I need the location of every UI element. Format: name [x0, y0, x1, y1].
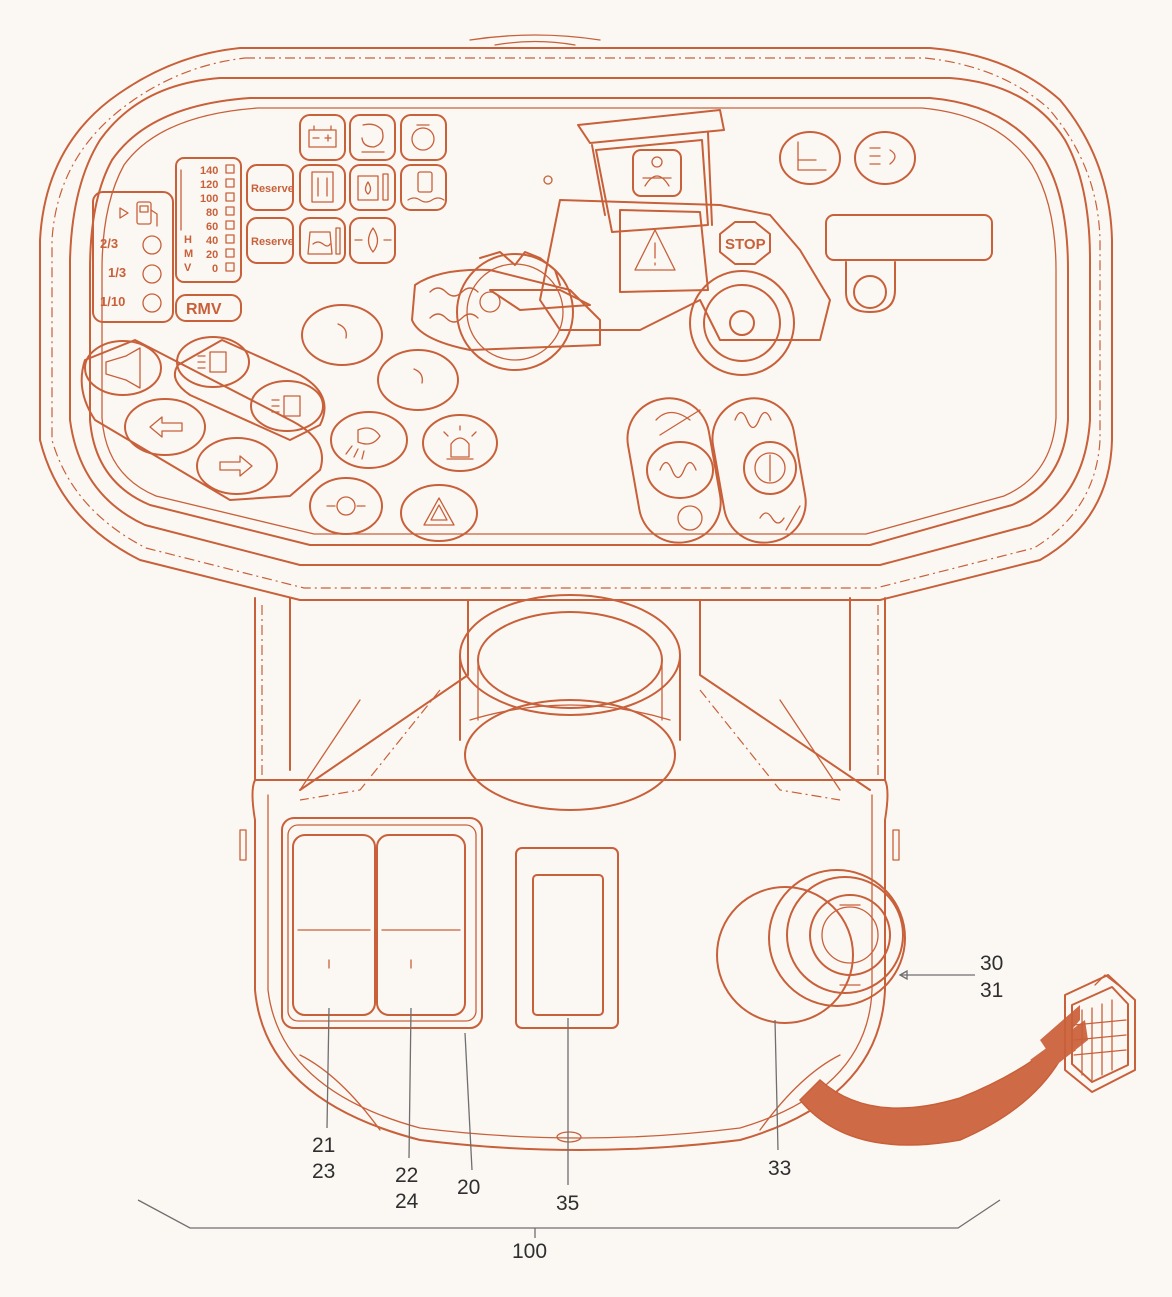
speed-40: 40 [206, 235, 218, 247]
lower-housing [239, 594, 900, 1151]
speed-20: 20 [206, 249, 218, 261]
rocker-switch-right[interactable] [376, 834, 466, 1016]
lcd-display [825, 214, 993, 261]
work-light-icon [345, 427, 381, 460]
callout-33: 33 [768, 1157, 791, 1180]
fuel-level-1-3: 1/3 [108, 265, 126, 280]
vibration-controls [626, 397, 807, 544]
seat-icon [779, 131, 841, 185]
status-indicators-top-right [543, 131, 993, 313]
fuel-pump-icon [119, 201, 158, 227]
reserve-label-1: Reserve [246, 164, 294, 211]
mode-m: M [184, 248, 193, 260]
key-switch [853, 275, 887, 309]
svg-text:Reserve: Reserve [251, 183, 294, 195]
auto-mode-icon [677, 505, 703, 531]
callout-20: 20 [457, 1176, 480, 1199]
svg-text:Reserve: Reserve [251, 236, 294, 248]
speed-80: 80 [206, 207, 218, 219]
connector-icon [1064, 974, 1136, 1093]
warning-triangle-icon [619, 209, 709, 293]
horn-button[interactable] [84, 340, 162, 396]
switch-cluster-left [80, 336, 326, 501]
speed-60: 60 [206, 221, 218, 233]
emergency-stop-button[interactable] [716, 869, 906, 1024]
rocker-switch-bezel [281, 817, 483, 1029]
svg-text:RMV: RMV [186, 301, 222, 318]
fuel-led-1-10 [142, 293, 162, 313]
callout-31: 31 [980, 979, 1003, 1002]
mode-h: H [184, 234, 192, 246]
fuel-led-2-3 [142, 235, 162, 255]
callout-24: 24 [395, 1190, 419, 1213]
hydraulic-filter-icon [311, 171, 334, 203]
seat-belt-icon [632, 149, 682, 197]
callouts: 21 23 22 24 20 35 33 30 31 100 [312, 952, 1003, 1263]
filter-icon [411, 124, 435, 151]
callout-30: 30 [980, 952, 1003, 975]
rmv-badge: RMV [175, 294, 242, 322]
arrow-right-icon [219, 455, 253, 477]
fuel-led-1-3 [142, 264, 162, 284]
vibration-high-icon [734, 411, 772, 429]
spray-icon [854, 131, 916, 185]
speed-120: 120 [200, 179, 218, 191]
arrow-left-icon [149, 416, 183, 438]
arrow-right-button[interactable] [196, 437, 278, 495]
headlight-icon [197, 351, 227, 373]
panel-housing [39, 34, 1113, 601]
cable-harness [798, 1005, 1088, 1146]
beacon-button[interactable] [422, 414, 498, 472]
fuel-level-2-3: 2/3 [100, 236, 118, 251]
reserve-label-2: Reserve [246, 217, 294, 264]
indicator-grid [299, 114, 447, 264]
svg-text:STOP: STOP [725, 236, 766, 253]
stop-sign [719, 221, 771, 265]
vibration-icon [659, 461, 697, 479]
speed-0: 0 [212, 263, 218, 275]
battery-icon [308, 125, 337, 148]
vibration-knob[interactable] [743, 441, 797, 495]
callout-22: 22 [395, 1164, 418, 1187]
vibration-mode-button[interactable] [646, 441, 714, 499]
oil-can-icon [357, 173, 389, 201]
mode-v: V [184, 262, 192, 274]
high-beam-button[interactable] [250, 380, 324, 432]
fuel-level-1-10: 1/10 [100, 294, 125, 309]
horn-icon [105, 347, 141, 389]
hydraulic-oil-icon [354, 227, 392, 253]
fuel-gauge: 2/3 1/3 1/10 [92, 191, 174, 323]
callout-100: 100 [512, 1240, 547, 1263]
callout-21: 21 [312, 1134, 335, 1157]
blank-button-2[interactable] [377, 349, 459, 411]
leader-lines [137, 969, 1001, 1238]
speed-100: 100 [200, 193, 218, 205]
arrow-left-button[interactable] [124, 398, 206, 456]
hazard-icon [423, 497, 455, 526]
callout-23: 23 [312, 1160, 335, 1183]
hazard-button[interactable] [400, 484, 478, 542]
parking-brake-button[interactable] [309, 477, 383, 535]
fuel-pump-icon [407, 171, 445, 203]
blank-button-1[interactable] [301, 304, 383, 366]
coolant-temp-icon [307, 227, 341, 255]
engine-icon [361, 123, 385, 153]
seat-vibration-icon [655, 409, 701, 436]
blank-switch-slot [515, 847, 619, 1029]
vibration-off-icon [759, 505, 801, 531]
roller-illustration: STOP [411, 109, 831, 376]
brake-icon [336, 496, 356, 516]
callout-35: 35 [556, 1192, 579, 1215]
speed-140: 140 [200, 165, 218, 177]
low-beam-button[interactable] [176, 336, 250, 388]
rocker-switch-left[interactable] [292, 834, 376, 1016]
work-light-button[interactable] [330, 411, 408, 469]
headlight-high-icon [271, 395, 301, 417]
speed-scale: 140 120 100 80 60 40 20 0 H M V [175, 157, 242, 283]
beacon-icon [443, 425, 477, 460]
